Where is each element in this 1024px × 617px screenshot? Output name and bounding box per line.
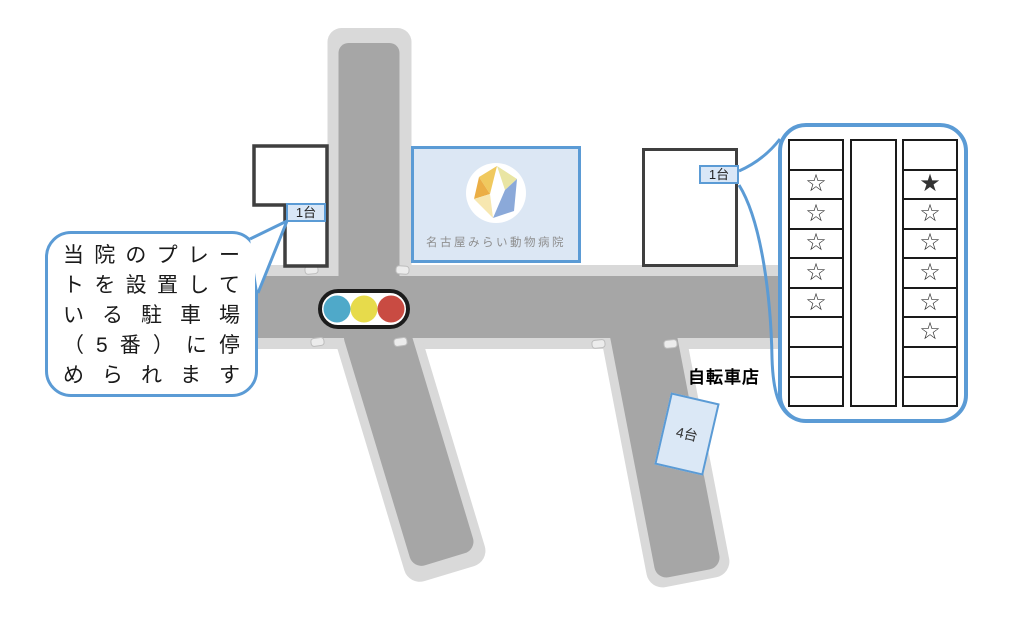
traffic-light-red-lamp <box>377 295 405 323</box>
traffic-light-icon <box>318 289 410 329</box>
parking-cell <box>788 345 844 378</box>
parking-cell: ☆ <box>788 286 844 319</box>
parking-cell: ☆ <box>788 227 844 260</box>
hospital-building: 名古屋みらい動物病院 <box>411 146 581 263</box>
parking-cell <box>902 139 958 171</box>
left-parking-label: 1台 <box>286 203 326 222</box>
parking-driveway <box>849 139 897 407</box>
parking-cell <box>788 139 844 171</box>
parking-cell: ☆ <box>902 227 958 260</box>
speech-bubble: 当院のプレー トを設置して いる駐車場 （5番）に停 められます <box>45 231 258 397</box>
parking-lot-table: ☆ ☆ ☆ ☆ ☆ ★ ☆ ☆ ☆ ☆ ☆ <box>788 139 958 408</box>
curb-mark-icon <box>395 265 410 275</box>
bubble-line: トを設置して <box>63 274 240 297</box>
bicycle-shop-label: 自転車店 <box>688 368 760 387</box>
bubble-line: 当院のプレー <box>63 244 240 267</box>
parking-cell <box>902 375 958 408</box>
right-parking-label: 1台 <box>699 165 739 184</box>
curb-mark-icon <box>393 336 408 347</box>
parking-cell <box>902 345 958 378</box>
parking-right-column: ★ ☆ ☆ ☆ ☆ ☆ <box>902 139 958 408</box>
traffic-light-lamps <box>323 295 405 323</box>
hospital-name: 名古屋みらい動物病院 <box>426 237 566 249</box>
bubble-line: （5番）に停 <box>63 334 240 357</box>
curb-marks <box>304 265 678 349</box>
parking-cell: ☆ <box>788 198 844 230</box>
parking-cell: ☆ <box>902 286 958 319</box>
road-southwest <box>343 313 474 566</box>
road-north <box>338 43 400 328</box>
parking-left-column: ☆ ☆ ☆ ☆ ☆ <box>788 139 844 408</box>
parking-cell: ☆ <box>902 316 958 348</box>
traffic-light-yellow-lamp <box>350 295 378 323</box>
parking-lot-panel: ☆ ☆ ☆ ☆ ☆ ★ ☆ ☆ ☆ ☆ ☆ <box>778 123 968 423</box>
parking-cell: ☆ <box>788 168 844 201</box>
parking-cell: ☆ <box>788 257 844 289</box>
parking-cell: ★ <box>902 168 958 201</box>
hospital-logo-icon <box>466 163 526 223</box>
bubble-line: いる駐車場 <box>63 304 240 327</box>
curb-mark-icon <box>310 336 325 347</box>
parking-cell <box>788 316 844 348</box>
bubble-line: められます <box>63 364 240 387</box>
curb-mark-icon <box>591 339 606 349</box>
parking-cell <box>788 375 844 408</box>
curb-mark-icon <box>663 339 678 349</box>
parking-cell: ☆ <box>902 198 958 230</box>
parking-cell: ☆ <box>902 257 958 289</box>
traffic-light-blue-lamp <box>323 295 351 323</box>
